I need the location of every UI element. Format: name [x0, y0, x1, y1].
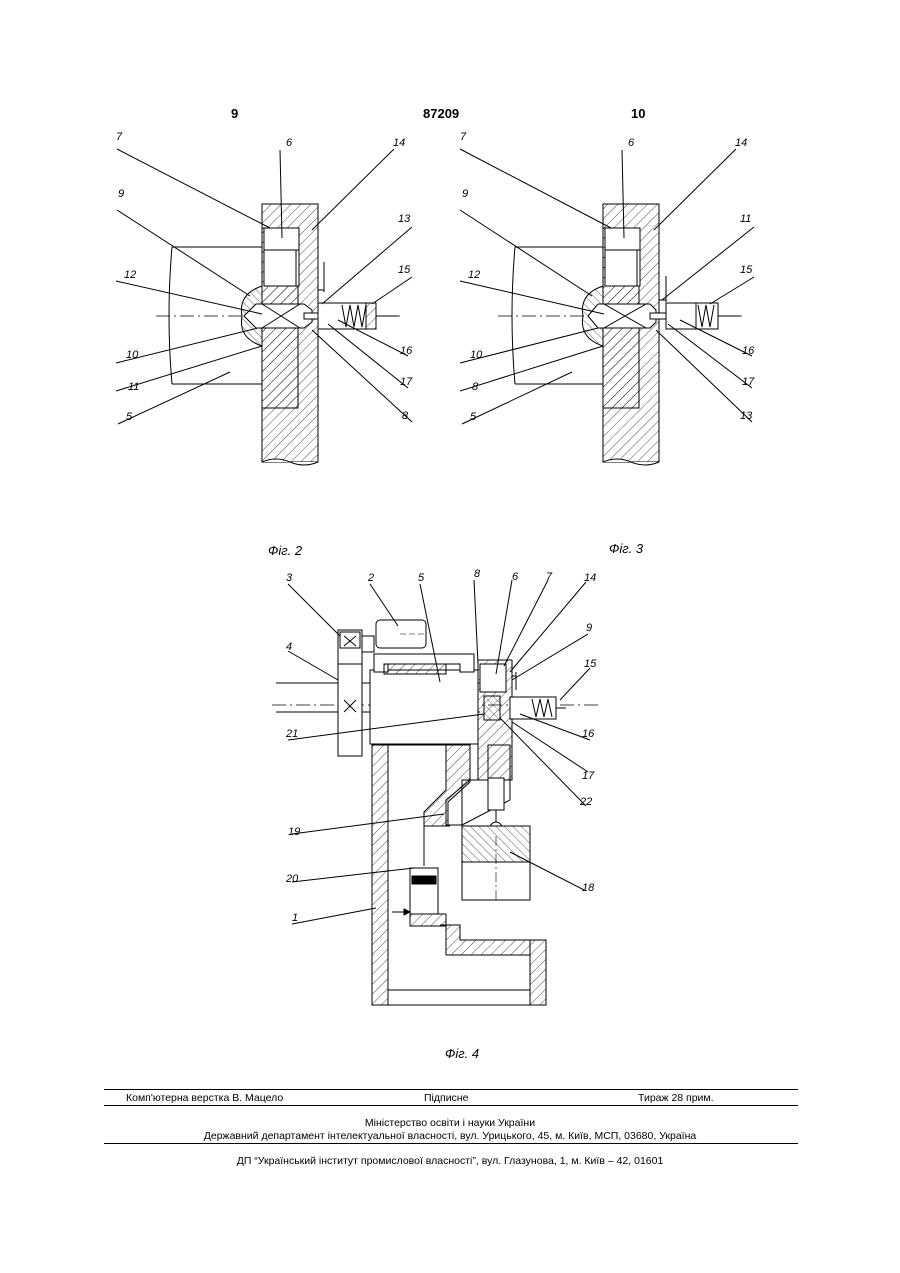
- fig4-label-3: 3: [286, 572, 293, 584]
- fig3-label-7: 7: [460, 131, 467, 143]
- footer-layout-credit: Комп'ютерна верстка В. Мацело: [126, 1092, 283, 1104]
- footer-rule-top: [104, 1089, 798, 1090]
- footer-institute: ДП “Український інститут промислової вла…: [0, 1155, 900, 1167]
- footer-rule-bottom: [104, 1143, 798, 1144]
- fig4-label-9: 9: [586, 622, 592, 634]
- fig2-label-16: 16: [400, 345, 413, 357]
- fig4-label-6: 6: [512, 571, 519, 583]
- fig2-label-15: 15: [398, 264, 411, 276]
- fig4-label-8: 8: [474, 568, 481, 580]
- fig2-caption: Фіг. 2: [268, 543, 302, 558]
- fig3-label-8: 8: [472, 381, 479, 393]
- fig4-label-2: 2: [367, 572, 374, 584]
- footer-department: Державний департамент інтелектуальної вл…: [0, 1130, 900, 1142]
- fig2-label-5: 5: [126, 411, 133, 423]
- fig2-label-7: 7: [116, 131, 123, 143]
- fig4-label-21: 21: [285, 728, 298, 740]
- fig3-label-14: 14: [735, 137, 747, 149]
- footer-circulation: Тираж 28 прим.: [638, 1092, 714, 1104]
- figure-2: [116, 149, 412, 465]
- fig2-label-9: 9: [118, 188, 124, 200]
- fig4-label-18: 18: [582, 882, 595, 894]
- fig3-label-5: 5: [470, 411, 477, 423]
- fig2-label-13: 13: [398, 213, 411, 225]
- figure-3: [460, 149, 754, 465]
- fig4-label-5: 5: [418, 572, 425, 584]
- fig4-label-15: 15: [584, 658, 597, 670]
- fig2-label-8: 8: [402, 410, 409, 422]
- figure-4-labels: 3 2 5 8 6 7 14 4 9 15 21 16 17 22 19 20 …: [285, 568, 597, 924]
- fig3-label-11: 11: [740, 213, 751, 225]
- fig4-label-20: 20: [285, 873, 299, 885]
- fig2-label-10: 10: [126, 349, 139, 361]
- footer-rule-middle: [104, 1105, 798, 1106]
- footer-ministry: Міністерство освіти і науки України: [0, 1117, 900, 1129]
- fig3-label-16: 16: [742, 345, 755, 357]
- footer-signed: Підписне: [424, 1092, 468, 1104]
- fig3-caption: Фіг. 3: [609, 541, 643, 556]
- fig3-label-10: 10: [470, 349, 483, 361]
- figure-4: [272, 580, 600, 1005]
- fig3-label-17: 17: [742, 376, 755, 388]
- fig4-label-7: 7: [546, 571, 553, 583]
- fig3-label-9: 9: [462, 188, 468, 200]
- fig2-label-11: 11: [128, 381, 139, 393]
- fig3-label-15: 15: [740, 264, 753, 276]
- fig2-label-17: 17: [400, 376, 413, 388]
- fig4-label-17: 17: [582, 770, 595, 782]
- fig4-label-16: 16: [582, 728, 595, 740]
- fig2-label-14: 14: [393, 137, 405, 149]
- fig3-label-13: 13: [740, 410, 753, 422]
- fig2-label-6: 6: [286, 137, 293, 149]
- fig2-label-12: 12: [124, 269, 136, 281]
- fig3-label-6: 6: [628, 137, 635, 149]
- fig4-label-22: 22: [579, 796, 592, 808]
- fig3-label-12: 12: [468, 269, 480, 281]
- fig4-label-1: 1: [292, 912, 298, 924]
- fig4-label-19: 19: [288, 826, 300, 838]
- fig4-label-14: 14: [584, 572, 596, 584]
- fig4-label-4: 4: [286, 641, 292, 653]
- fig4-caption: Фіг. 4: [445, 1046, 479, 1061]
